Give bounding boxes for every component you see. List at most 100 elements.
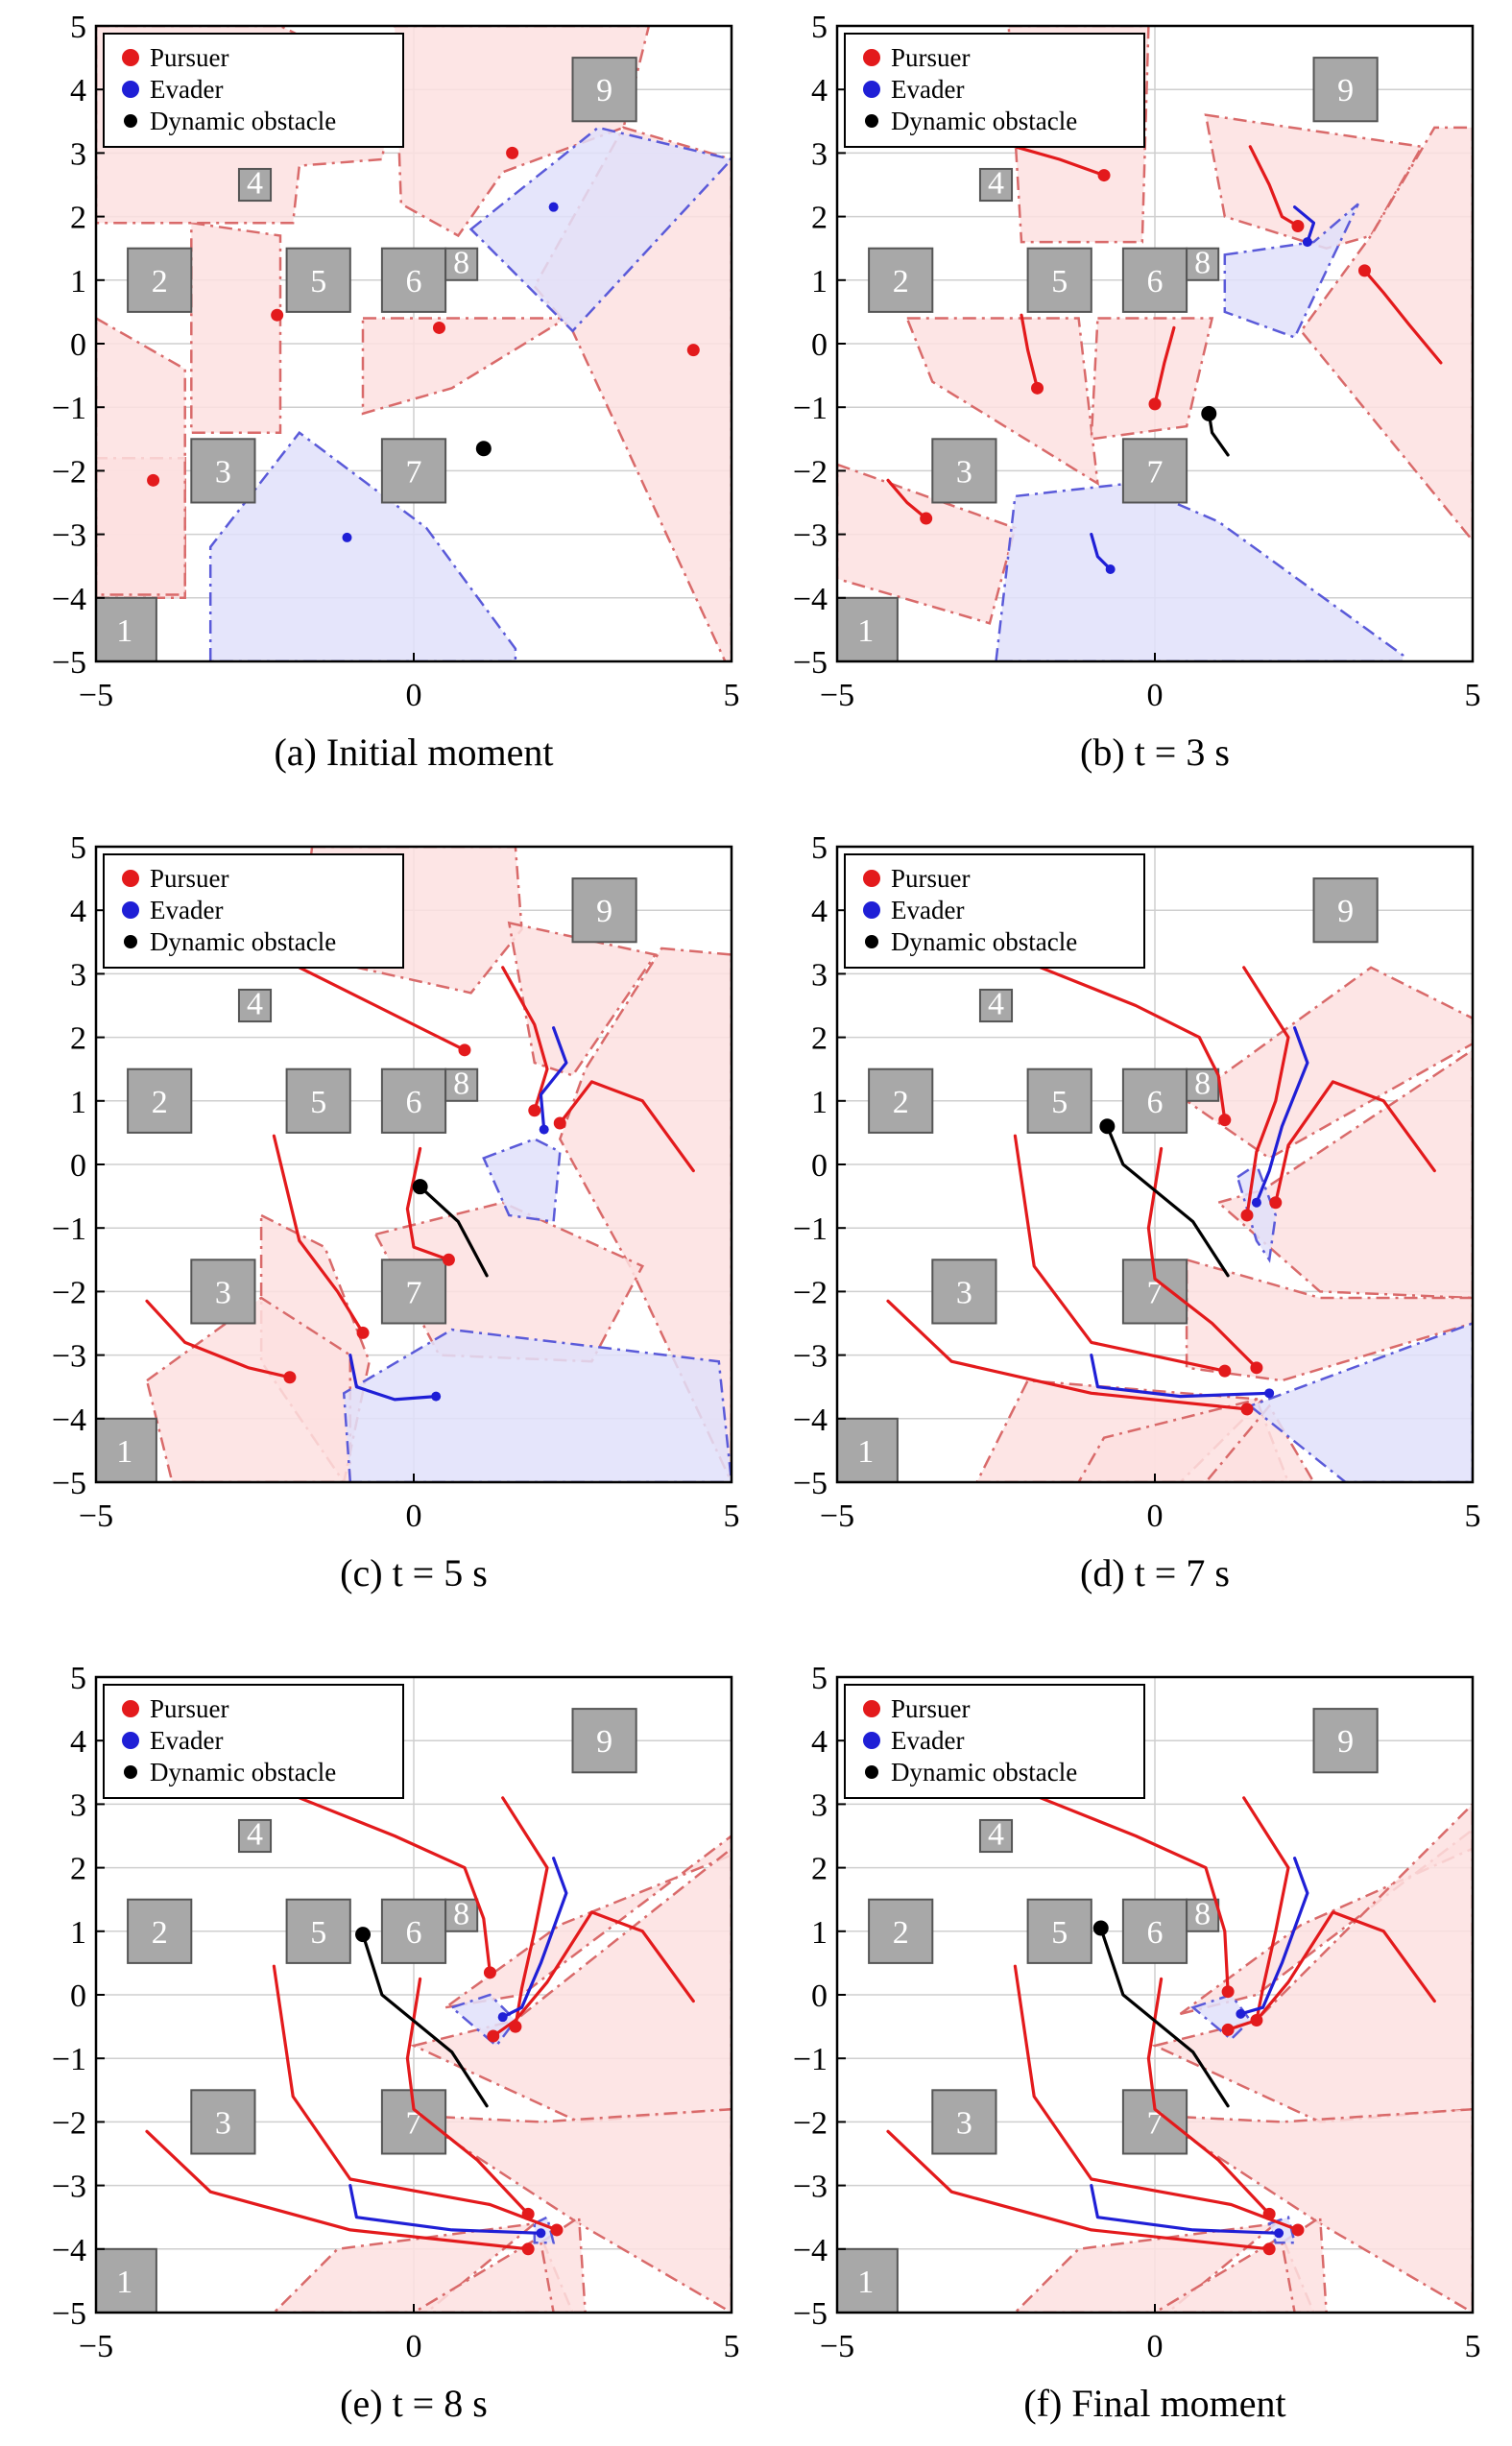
legend-evader-marker xyxy=(122,81,139,98)
y-tick-label: −2 xyxy=(52,1275,86,1310)
y-tick-label: −1 xyxy=(793,391,828,426)
pursuer-marker xyxy=(1250,1361,1263,1375)
pursuer-region xyxy=(444,1834,732,2009)
pursuer-trajectory xyxy=(1013,1964,1300,2232)
pursuer-marker xyxy=(1097,169,1111,182)
static-obstacle-6 xyxy=(1121,1067,1188,1134)
x-tick-label: 0 xyxy=(406,2329,422,2364)
x-tick-label: −5 xyxy=(820,1499,854,1534)
legend-evader-marker xyxy=(863,81,880,98)
static-obstacle-label: 4 xyxy=(247,987,263,1022)
pursuer-region xyxy=(1184,966,1473,1160)
y-tick-label: 4 xyxy=(70,1724,86,1760)
pursuer-trajectory xyxy=(1020,313,1040,390)
x-tick-label: 0 xyxy=(1147,2329,1164,2364)
legend-obstacle-marker xyxy=(865,1765,878,1779)
static-obstacle-label: 9 xyxy=(1337,894,1354,929)
pursuer-trajectory xyxy=(1242,966,1290,1217)
static-obstacle-label: 6 xyxy=(406,1085,422,1120)
static-obstacle-label: 7 xyxy=(1147,1275,1164,1310)
static-obstacle-9 xyxy=(571,57,637,123)
x-tick-label: 5 xyxy=(724,2329,740,2364)
y-tick-label: 4 xyxy=(70,894,86,929)
panel-caption: (f) Final moment xyxy=(1023,2382,1285,2425)
static-obstacle-8 xyxy=(1186,247,1220,281)
legend-obstacle-marker xyxy=(124,114,137,128)
legend-obstacle-marker xyxy=(865,935,878,948)
y-tick-label: 2 xyxy=(70,1852,86,1887)
static-obstacle-label: 2 xyxy=(152,264,168,300)
evader-marker xyxy=(1251,1197,1261,1208)
pursuer-trajectory xyxy=(501,966,549,1113)
static-obstacle-7 xyxy=(1121,438,1188,504)
pursuer-region xyxy=(507,921,658,1077)
legend-obstacle-label: Dynamic obstacle xyxy=(891,107,1077,135)
y-tick-label: −5 xyxy=(52,2296,86,2332)
evader-trajectory xyxy=(539,1026,568,1132)
y-tick-label: 5 xyxy=(70,1661,86,1696)
y-tick-label: 0 xyxy=(70,327,86,363)
static-obstacle-3 xyxy=(190,2089,256,2155)
pursuer-trajectory xyxy=(558,1080,695,1173)
evader-marker xyxy=(1302,237,1312,248)
pursuer-region xyxy=(837,463,1017,625)
legend-evader-marker xyxy=(863,901,880,919)
static-obstacle-label: 3 xyxy=(215,454,231,490)
static-obstacle-9 xyxy=(1312,57,1379,123)
legend-evader-marker xyxy=(122,901,139,919)
y-tick-label: −1 xyxy=(793,2042,828,2077)
static-obstacle-5 xyxy=(1026,247,1092,313)
evader-marker xyxy=(1105,564,1116,575)
evader-trajectory xyxy=(1255,1026,1309,1205)
static-obstacle-2 xyxy=(868,247,934,313)
pursuer-marker xyxy=(1240,1403,1254,1416)
y-tick-label: 1 xyxy=(70,1085,86,1120)
x-tick-label: 0 xyxy=(1147,1499,1164,1534)
panel-caption: (e) t = 8 s xyxy=(340,2382,488,2425)
static-obstacle-3 xyxy=(931,2089,997,2155)
x-tick-label: −5 xyxy=(79,1499,113,1534)
legend-pursuer-label: Pursuer xyxy=(150,43,229,72)
legend-box xyxy=(844,1684,1145,1799)
evader-marker xyxy=(1274,2228,1284,2239)
static-obstacle-label: 5 xyxy=(310,264,326,300)
legend-box xyxy=(844,33,1145,148)
static-obstacle-label: 6 xyxy=(406,1915,422,1951)
static-obstacle-8 xyxy=(444,247,479,281)
pursuer-marker xyxy=(553,1116,566,1130)
pursuer-marker xyxy=(1218,1364,1232,1378)
y-tick-label: 0 xyxy=(811,1148,828,1184)
pursuer-marker xyxy=(920,512,933,525)
y-tick-label: −5 xyxy=(52,645,86,681)
y-tick-label: 4 xyxy=(811,894,828,929)
static-obstacle-5 xyxy=(1026,1067,1092,1134)
evader-region xyxy=(995,482,1404,661)
legend-obstacle-label: Dynamic obstacle xyxy=(891,1758,1077,1787)
y-tick-label: 3 xyxy=(811,957,828,993)
legend-box xyxy=(844,853,1145,969)
y-tick-label: −3 xyxy=(793,518,828,554)
evader-trajectory xyxy=(1090,532,1113,571)
x-tick-label: −5 xyxy=(79,2329,113,2364)
pursuer-marker xyxy=(1148,397,1162,411)
pursuer-region xyxy=(1013,2221,1280,2313)
evader-region xyxy=(342,1328,732,1482)
pursuer-marker xyxy=(487,2029,500,2043)
static-obstacle-label: 6 xyxy=(1147,264,1164,300)
static-obstacle-label: 8 xyxy=(1194,1066,1211,1101)
evader-marker xyxy=(1236,2008,1246,2019)
legend-box xyxy=(103,853,404,969)
y-tick-label: −4 xyxy=(793,582,828,617)
static-obstacle-label: 4 xyxy=(988,1817,1004,1853)
static-obstacle-label: 2 xyxy=(893,264,909,300)
legend-evader-marker xyxy=(122,1732,139,1749)
evader-marker xyxy=(539,1124,549,1135)
y-tick-label: 3 xyxy=(70,1787,86,1823)
pursuer-trajectory xyxy=(405,1146,450,1261)
y-tick-label: −1 xyxy=(793,1211,828,1247)
static-obstacle-4 xyxy=(978,988,1014,1023)
static-obstacle-label: 7 xyxy=(406,1275,422,1310)
